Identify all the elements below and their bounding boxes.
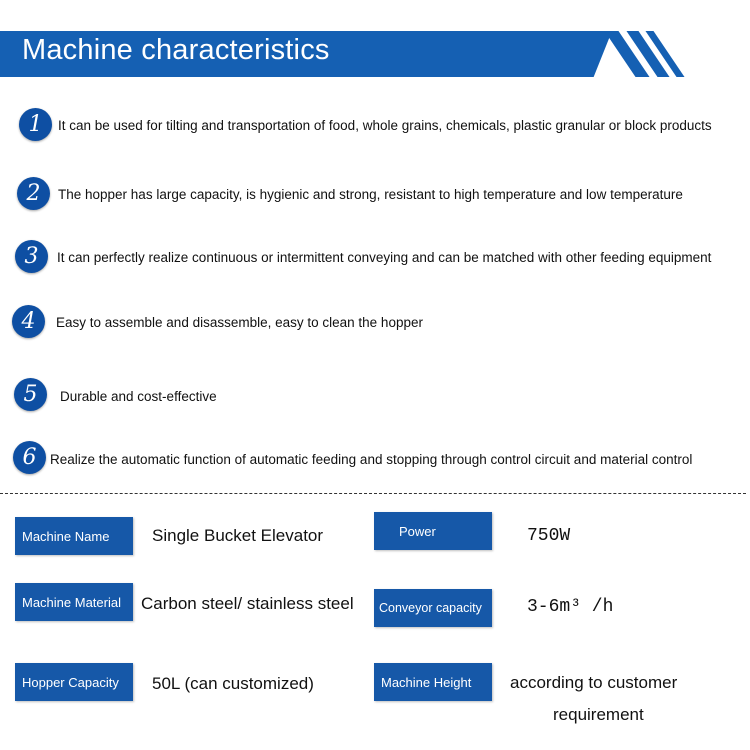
spec-value-machine-material: Carbon steel/ stainless steel [141,594,354,613]
feature-text: Easy to assemble and disassemble, easy t… [56,315,423,330]
feature-item: 2 The hopper has large capacity, is hygi… [0,177,750,213]
spec-label-hopper-capacity: Hopper Capacity [15,663,133,701]
spec-value-machine-height-line2: requirement [553,705,644,724]
spec-label-power: Power [374,512,492,550]
number-badge: 2 [17,177,50,210]
spec-value-machine-height-line1: according to customer [510,673,678,692]
number-badge: 4 [12,305,45,338]
feature-item: 6 Realize the automatic function of auto… [0,441,750,477]
dashed-divider [0,493,746,494]
feature-text: Realize the automatic function of automa… [50,452,693,467]
spec-value-power: 750W [527,526,571,546]
spec-label-machine-name: Machine Name [15,517,133,555]
feature-text: It can be used for tilting and transport… [58,118,712,133]
feature-text: It can perfectly realize continuous or i… [57,250,712,265]
spec-value-conveyor-capacity: 3-6m³ /h [527,597,614,617]
title-banner [0,31,612,77]
feature-item: 1 It can be used for tilting and transpo… [0,108,750,144]
number-badge: 5 [14,378,47,411]
feature-item: 5 Durable and cost-effective [0,378,750,414]
spec-value-hopper-capacity: 50L (can customized) [152,674,314,693]
feature-text: The hopper has large capacity, is hygien… [58,187,683,202]
feature-item: 4 Easy to assemble and disassemble, easy… [0,305,750,341]
spec-label-conveyor-capacity: Conveyor capacity [374,589,492,627]
spec-label-machine-height: Machine Height [374,663,492,701]
spec-value-machine-name: Single Bucket Elevator [152,526,324,545]
feature-item: 3 It can perfectly realize continuous or… [0,240,750,276]
feature-text: Durable and cost-effective [60,389,217,404]
number-badge: 1 [19,108,52,141]
number-badge: 6 [13,441,46,474]
page-title: Machine characteristics [22,34,330,66]
spec-label-machine-material: Machine Material [15,583,133,621]
number-badge: 3 [15,240,48,273]
